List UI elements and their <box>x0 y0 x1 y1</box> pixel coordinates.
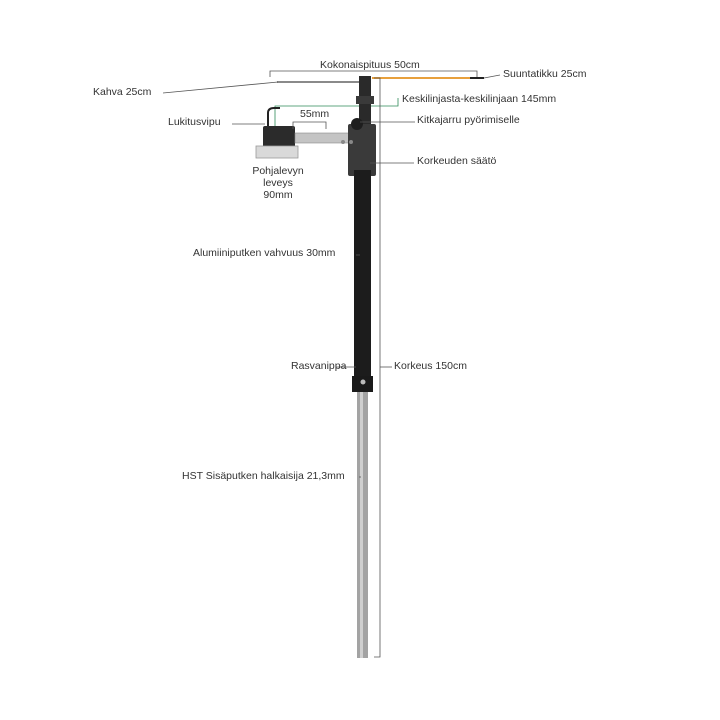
head-bolt-1 <box>341 140 345 144</box>
label-grease-nipple: Rasvanippa <box>291 360 347 372</box>
locking-lever <box>267 107 280 126</box>
spindle-collar <box>356 96 374 104</box>
direction-stick-leader <box>483 74 501 79</box>
aluminium-tube <box>354 170 371 380</box>
head-bolt-2 <box>349 140 353 144</box>
label-direction-stick: Suuntatikku 25cm <box>503 68 587 80</box>
center-to-center-leader <box>274 98 399 128</box>
handle-leader <box>162 81 279 94</box>
height-dimension-line <box>374 77 381 658</box>
label-center-to-center: Keskilinjasta-keskilinjaan 145mm <box>402 93 557 105</box>
grease-nipple <box>360 379 366 385</box>
label-height-adjust: Korkeuden säätö <box>417 155 497 167</box>
inner-tube-highlight <box>360 392 363 658</box>
label-base-plate-3: 90mm <box>263 189 293 201</box>
label-base-plate-1: Pohjalevyn <box>252 165 304 177</box>
label-friction-brake: Kitkajarru pyörimiselle <box>417 114 520 126</box>
label-inner-tube: HST Sisäputken halkaisija 21,3mm <box>182 470 345 482</box>
label-handle: Kahva 25cm <box>93 86 152 98</box>
total-length-dimension-line <box>269 70 478 77</box>
label-aluminium-tube: Alumiiniputken vahvuus 30mm <box>193 247 336 259</box>
label-base-plate-2: leveys <box>263 177 293 189</box>
friction-brake-knob <box>351 118 363 130</box>
base-plate <box>255 145 299 159</box>
label-height: Korkeus 150cm <box>394 360 467 372</box>
width-55-dimension <box>292 121 327 129</box>
label-width-55: 55mm <box>300 108 330 120</box>
label-locking-lever: Lukitusvipu <box>168 116 221 128</box>
label-total-length: Kokonaispituus 50cm <box>320 59 420 71</box>
head-block <box>348 124 376 176</box>
